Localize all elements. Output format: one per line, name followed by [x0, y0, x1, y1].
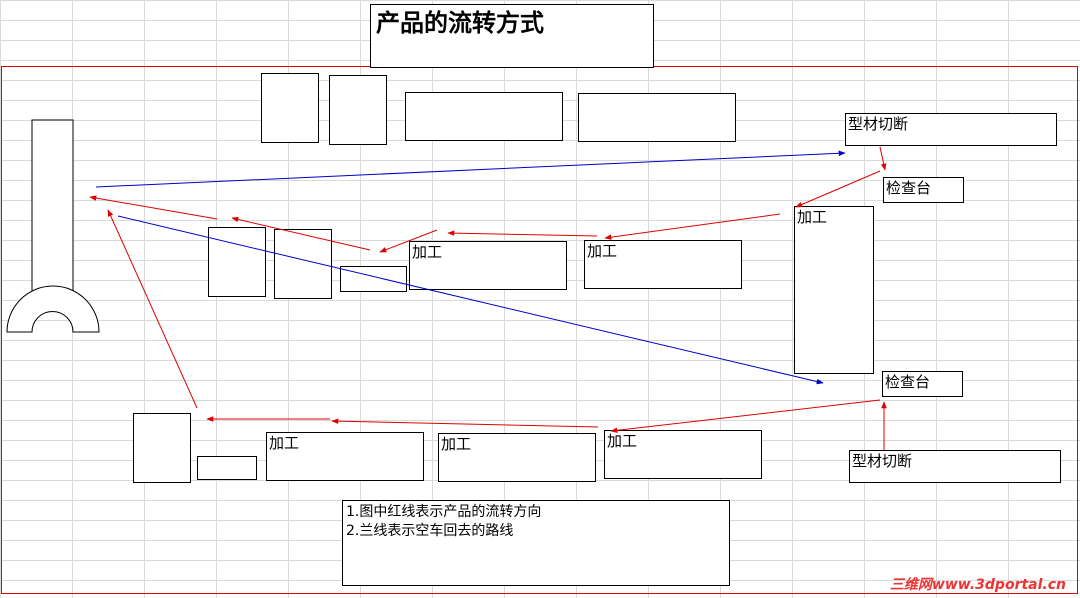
- equipment-box: [133, 413, 191, 483]
- flow-arrow: [231, 216, 371, 251]
- flow-arrow: [879, 146, 887, 171]
- flow-arrow: [89, 195, 218, 220]
- flow-arrow: [447, 230, 598, 237]
- station-process-mid-2: 加工: [584, 240, 742, 289]
- watermark-text: 三维网www.3dportal.cn: [889, 577, 1066, 593]
- return-arrow: [117, 215, 824, 385]
- page-title: 产品的流转方式: [370, 4, 654, 68]
- flow-arrow: [604, 213, 781, 240]
- equipment-box: [578, 93, 736, 142]
- equipment-box: [261, 73, 319, 143]
- station-inspect-top: 检查台: [883, 177, 964, 203]
- equipment-box: [405, 92, 563, 141]
- overhead-conveyor-shape: [6, 119, 100, 333]
- equipment-box: [329, 75, 387, 145]
- flow-arrow: [610, 399, 881, 434]
- station-cut-bottom: 型材切断: [849, 450, 1061, 483]
- equipment-box: [197, 456, 257, 480]
- station-process-mid-1: 加工: [409, 241, 567, 290]
- equipment-box: [208, 227, 266, 297]
- station-process-bot-1: 加工: [266, 432, 424, 481]
- legend-notes: 1.图中红线表示产品的流转方向 2.兰线表示空车回去的路线: [342, 500, 730, 586]
- legend-note-blue: 2.兰线表示空车回去的路线: [346, 523, 514, 539]
- flow-arrow: [107, 209, 198, 409]
- return-arrow: [95, 150, 846, 188]
- flow-arrow: [795, 170, 881, 208]
- flow-arrow: [331, 418, 599, 428]
- station-process-tall: 加工: [794, 206, 874, 374]
- station-process-bot-2: 加工: [438, 433, 596, 482]
- flow-arrow: [379, 229, 438, 253]
- equipment-box: [340, 266, 407, 292]
- legend-note-red: 1.图中红线表示产品的流转方向: [346, 504, 542, 520]
- station-cut-top: 型材切断: [845, 113, 1057, 146]
- station-process-bot-3: 加工: [604, 430, 762, 479]
- station-inspect-bottom: 检查台: [882, 371, 963, 397]
